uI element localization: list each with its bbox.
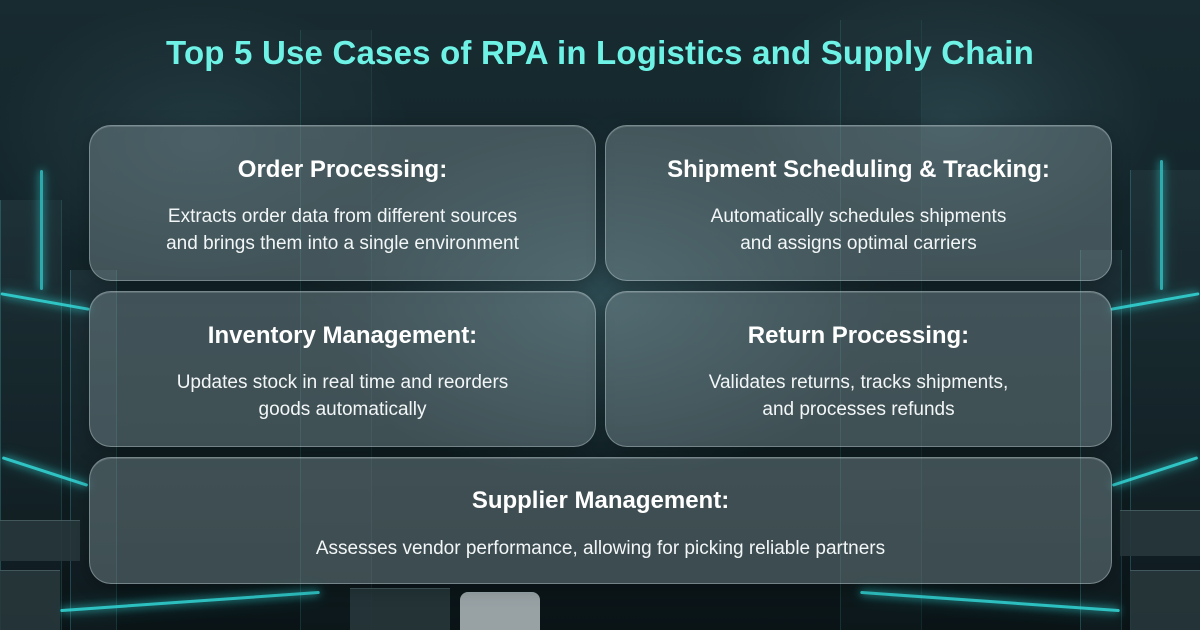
delivery-van	[460, 592, 540, 630]
use-case-description: Assesses vendor performance, allowing fo…	[90, 535, 1111, 562]
use-case-description: Automatically schedules shipments and as…	[606, 203, 1111, 257]
description-line: Updates stock in real time and reorders	[176, 372, 509, 393]
description-line: Validates returns, tracks shipments,	[708, 372, 1009, 393]
use-case-heading: Order Processing:	[237, 156, 448, 183]
description-line: goods automatically	[258, 399, 427, 420]
cargo-container	[1130, 570, 1200, 630]
background-building	[0, 200, 62, 630]
use-case-heading: Inventory Management:	[207, 322, 478, 349]
use-case-card-inventory-management: Inventory Management: Updates stock in r…	[89, 291, 596, 447]
neon-light-strip	[40, 170, 43, 290]
background-building	[300, 30, 372, 630]
description-line: Automatically schedules shipments	[710, 206, 1007, 227]
use-case-card-shipment-scheduling: Shipment Scheduling & Tracking: Automati…	[605, 125, 1112, 281]
use-case-description: Validates returns, tracks shipments, and…	[606, 369, 1111, 423]
description-line: Extracts order data from different sourc…	[167, 206, 518, 227]
neon-light-strip	[1160, 160, 1163, 290]
description-line: and brings them into a single environmen…	[166, 233, 519, 254]
background-building	[1130, 170, 1200, 630]
description-line: and processes refunds	[762, 399, 955, 420]
use-case-heading: Return Processing:	[747, 322, 970, 349]
cargo-container	[350, 588, 450, 630]
cargo-container	[0, 520, 80, 561]
cargo-container	[0, 570, 60, 630]
cargo-container	[1120, 510, 1200, 556]
use-case-card-return-processing: Return Processing: Validates returns, tr…	[605, 291, 1112, 447]
description-line: Assesses vendor performance, allowing fo…	[315, 538, 886, 559]
use-case-card-order-processing: Order Processing: Extracts order data fr…	[89, 125, 596, 281]
background-building	[840, 20, 922, 630]
description-line: and assigns optimal carriers	[740, 233, 977, 254]
use-case-description: Updates stock in real time and reorders …	[90, 369, 595, 423]
use-case-heading: Shipment Scheduling & Tracking:	[667, 156, 1050, 183]
use-case-heading: Supplier Management:	[471, 487, 730, 514]
use-case-description: Extracts order data from different sourc…	[90, 203, 595, 257]
use-case-card-supplier-management: Supplier Management: Assesses vendor per…	[89, 457, 1112, 584]
page-title: Top 5 Use Cases of RPA in Logistics and …	[166, 34, 1034, 71]
